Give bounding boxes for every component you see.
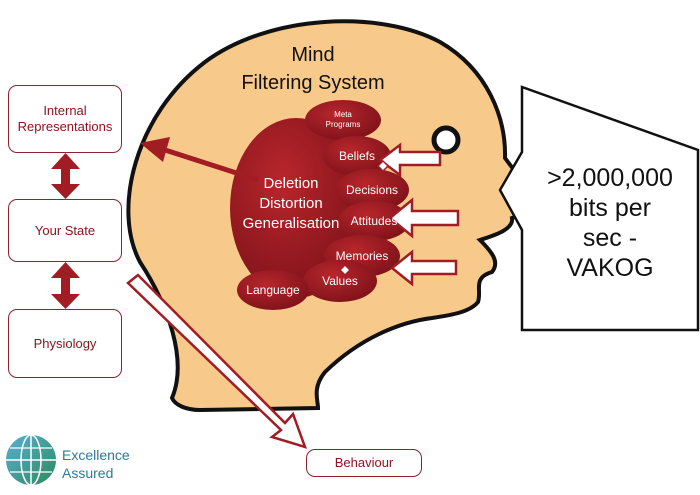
brand-line2: Assured (62, 465, 114, 481)
physiology-box: Physiology (8, 309, 122, 378)
behaviour-label: Behaviour (334, 455, 394, 470)
filter-beliefs (323, 136, 391, 176)
filter-language (237, 270, 309, 310)
callout-bubble (498, 85, 700, 332)
callout-line1: >2,000,000 (547, 164, 673, 192)
filter-attitudes-label: Attitudes (351, 214, 398, 228)
internal-representations-line2: Representations (17, 119, 113, 134)
brand-line1: Excellence (62, 447, 130, 463)
your-state-box: Your State (8, 199, 122, 262)
filters-core-line1: Deletion (263, 175, 318, 192)
filter-decisions-label: Decisions (346, 183, 398, 197)
filter-memories-label: Memories (336, 249, 389, 263)
filter-meta-label-line2: Programs (326, 120, 361, 129)
diagram-title-line2: Filtering System (241, 72, 384, 94)
brand-name: Excellence Assured (62, 446, 130, 482)
internal-representations-box: Internal Representations (8, 85, 122, 153)
callout-line4: VAKOG (566, 254, 653, 282)
filter-beliefs-label: Beliefs (339, 149, 375, 163)
behaviour-arrow (126, 273, 308, 449)
feedback-arrow (140, 137, 259, 183)
link-arrow-internal-state (51, 153, 80, 199)
your-state-label: Your State (34, 222, 96, 238)
filters-core-line3: Generalisation (243, 215, 340, 232)
internal-representations-line1: Internal (43, 103, 87, 118)
filters-core-line2: Distortion (259, 195, 322, 212)
behaviour-box: Behaviour (306, 449, 422, 477)
globe-logo-icon (6, 434, 56, 486)
filter-meta-label-line1: Meta (334, 110, 352, 119)
filter-attitudes (338, 201, 410, 241)
link-arrow-state-physiology (51, 262, 80, 309)
filter-meta-programs (305, 100, 381, 140)
callout-line3: sec - (583, 224, 637, 252)
filter-values (303, 260, 377, 302)
filter-values-label: Values (322, 274, 358, 288)
diagram-title-line1: Mind (291, 44, 334, 66)
physiology-label: Physiology (33, 335, 97, 351)
callout-line2: bits per (569, 194, 651, 222)
filter-decisions (335, 169, 409, 211)
eye-icon (431, 125, 461, 155)
filter-language-label: Language (246, 283, 300, 297)
input-arrows (377, 142, 460, 287)
